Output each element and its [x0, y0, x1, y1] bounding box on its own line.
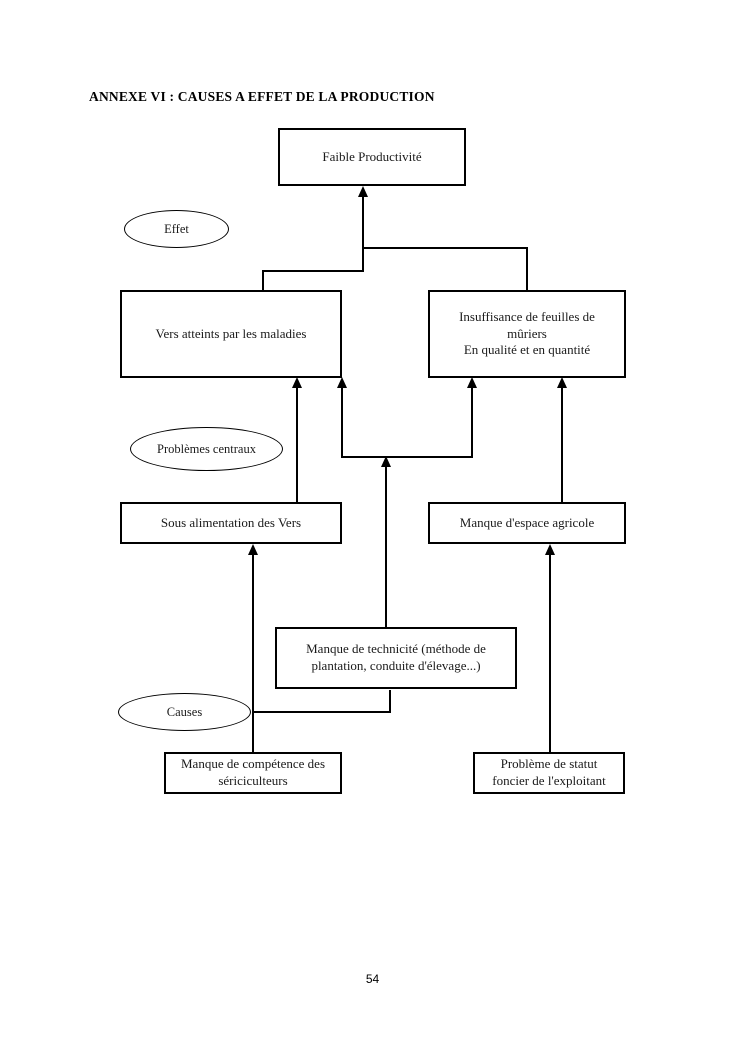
node-label-line2: mûriers — [507, 325, 547, 341]
page-title: ANNEXE VI : CAUSES A EFFET DE LA PRODUCT… — [89, 89, 435, 104]
level-label-text: Problèmes centraux — [157, 441, 256, 456]
node-label-line2: foncier de l'exploitant — [492, 773, 606, 788]
level-label-effet[interactable]: Effet — [124, 210, 229, 248]
level-label-causes[interactable]: Causes — [118, 693, 251, 731]
node-manque-technicite[interactable]: Manque de technicité (méthode de plantat… — [275, 627, 517, 689]
node-label-line1: Manque de compétence des — [180, 756, 326, 772]
edge-competence-riser-from-box — [252, 711, 254, 754]
node-label: Faible Productivité — [322, 148, 422, 164]
node-label: Manque d'espace agricole — [459, 514, 595, 530]
arrow-sous-alimentation-to-vers — [291, 377, 302, 388]
node-label: Manque de technicité (méthode de plantat… — [283, 641, 509, 674]
edge-competence-crossbar — [252, 711, 391, 713]
edge-technicite-to-insuffisance-riser — [471, 387, 473, 458]
node-label-line1: Manque de technicité (méthode de — [306, 641, 486, 657]
edge-competence-to-sous-alimentation — [252, 554, 254, 713]
arrow-to-faible-productivite — [357, 186, 368, 197]
edge-branch-right-top — [362, 247, 528, 249]
node-faible-productivite[interactable]: Faible Productivité — [278, 128, 466, 186]
node-label-line1: Insuffisance de feuilles de — [459, 309, 595, 325]
node-label-line3: En qualité et en quantité — [463, 342, 591, 358]
edge-statut-to-espace — [549, 554, 551, 754]
arrow-technicite-crossbar-stub — [380, 456, 391, 467]
node-label-line1: Problème de statut — [500, 756, 598, 772]
arrow-technicite-to-insuffisance — [466, 377, 477, 388]
edge-drop-to-insuffisance — [526, 247, 528, 291]
node-label-line2: sériciculteurs — [218, 773, 288, 788]
node-manque-espace[interactable]: Manque d'espace agricole — [428, 502, 626, 544]
arrow-technicite-to-vers — [336, 377, 347, 388]
node-label: Vers atteints par les maladies — [155, 325, 307, 341]
level-label-text: Effet — [164, 221, 189, 236]
arrow-statut-to-espace — [544, 544, 555, 555]
edge-technicite-to-vers-riser — [341, 387, 343, 458]
edge-technicite-crossbar — [341, 456, 473, 458]
node-vers-atteints[interactable]: Vers atteints par les maladies — [120, 290, 342, 378]
edge-espace-to-insuffisance — [561, 387, 563, 503]
node-insuffisance-feuilles[interactable]: Insuffisance de feuilles de mûriers En q… — [428, 290, 626, 378]
edge-technicite-stub — [385, 466, 387, 628]
node-label-line2: plantation, conduite d'élevage...) — [311, 658, 481, 673]
level-label-problemes-centraux[interactable]: Problèmes centraux — [130, 427, 283, 471]
node-label: Sous alimentation des Vers — [160, 514, 302, 530]
node-manque-competence[interactable]: Manque de compétence des sériciculteurs — [164, 752, 342, 794]
node-label: Insuffisance de feuilles de mûriers En q… — [436, 309, 618, 359]
node-label: Problème de statut foncier de l'exploita… — [481, 756, 617, 789]
edge-branch-left-top — [262, 270, 363, 272]
page-number: 54 — [365, 972, 380, 986]
node-sous-alimentation[interactable]: Sous alimentation des Vers — [120, 502, 342, 544]
node-probleme-statut[interactable]: Problème de statut foncier de l'exploita… — [473, 752, 625, 794]
edge-drop-to-vers-atteints — [262, 270, 264, 291]
node-label: Manque de compétence des sériciculteurs — [172, 756, 334, 789]
edge-competence-to-technicite-drop — [389, 690, 391, 712]
level-label-text: Causes — [166, 704, 203, 719]
edge-sous-alimentation-to-vers — [296, 387, 298, 503]
arrow-competence-to-sous-alimentation — [247, 544, 258, 555]
edge-riser-to-faible-productivite — [362, 195, 364, 272]
arrow-espace-to-insuffisance — [556, 377, 567, 388]
